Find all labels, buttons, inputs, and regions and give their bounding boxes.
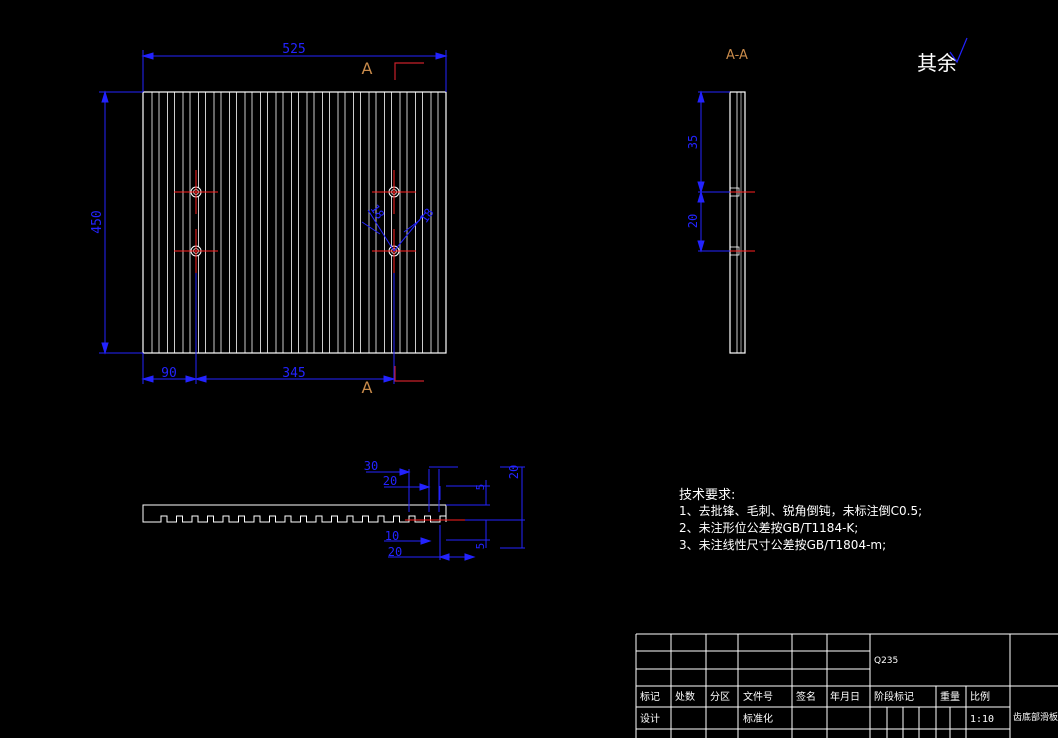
section-view: A-A 35 20 [686,48,755,354]
title-block [635,633,1058,738]
profile-dim-20-bottom: 20 [388,545,402,559]
profile-dims [366,466,525,561]
profile-dim-20-right: 20 [507,465,521,479]
section-mark-bottom: A [362,378,373,397]
section-dims [697,90,730,253]
tb-header: 文件号 [743,690,773,703]
plan-view: 525 450 90 345 [90,42,448,397]
tech-item: 3、未注线性尺寸公差按GB/T1804-m; [679,537,886,552]
section-body [729,91,746,354]
tb-header: 处数 [675,690,695,703]
dim-height-label: 450 [90,210,105,233]
tb-header: 签名 [796,690,816,703]
material-label: Q235 [874,656,898,666]
tb-header: 重量 [940,690,960,703]
dim-bottom [141,262,396,384]
tb-header: 标记 [640,691,660,703]
profile-dim-30: 30 [364,459,378,473]
mounting-holes [174,170,416,273]
dim-width-label: 525 [282,42,305,57]
tb-part-name: 齿底部滑板 [1013,711,1058,723]
plate-outline [142,91,447,354]
profile-view: 30 20 20 5 5 10 20 [142,459,525,561]
tb-header: 比例 [970,690,990,703]
surface-finish-label: 其余 [917,51,957,75]
dim-diag-a-label: 18 [367,202,387,222]
dim-diag-b-label: 18 [417,206,437,226]
roughness-symbol-icon [949,37,968,64]
tech-heading: 技术要求: [679,488,735,503]
tb-row-design: 设计 [640,712,660,725]
profile-dim-5-top: 5 [474,484,487,491]
surface-finish-note: 其余 [917,37,968,75]
tech-item: 2、未注形位公差按GB/T1184-K; [679,520,858,535]
dim-width [141,50,448,92]
dim-left-offset-label: 90 [161,366,177,381]
tech-requirements: 技术要求: 1、去批锋、毛刺、锐角倒钝，未标注倒C0.5; 2、未注形位公差按G… [679,488,922,552]
dim-height [99,90,143,355]
tech-item: 1、去批锋、毛刺、锐角倒钝，未标注倒C0.5; [679,503,922,518]
profile-dim-10: 10 [385,529,399,543]
tb-header: 分区 [710,691,730,703]
section-mark-top: A [362,59,373,78]
section-dim-upper: 35 [686,135,700,149]
dim-diagonal [361,209,427,252]
title-block-text: Q235 标记 处数 分区 文件号 签名 年月日 阶段标记 重量 比例 设计 标… [640,656,1058,725]
plate-grooves [151,92,439,353]
rack-profile [142,504,447,523]
profile-dim-5-bottom: 5 [474,543,487,550]
section-dim-lower: 20 [686,214,700,228]
dim-hole-spacing-label: 345 [282,366,305,381]
tb-header: 阶段标记 [874,690,914,703]
tb-scale: 1:10 [970,714,994,725]
tb-header: 年月日 [830,690,860,703]
section-title: A-A [726,48,748,63]
section-cut-line [394,62,424,382]
profile-dim-20-top: 20 [383,474,397,488]
tb-row-standardize: 标准化 [743,712,773,725]
